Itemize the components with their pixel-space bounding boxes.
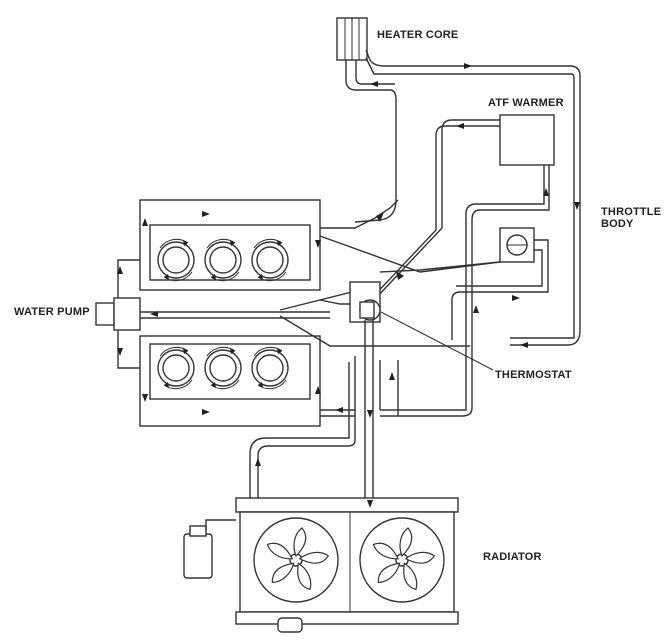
throttle-body-label-line1: THROTTLE xyxy=(601,206,662,218)
thermostat xyxy=(349,281,494,371)
throttle-body-label-line2: BODY xyxy=(601,218,634,230)
heater-core xyxy=(336,17,581,346)
radiator-label: RADIATOR xyxy=(483,551,542,563)
engine-bank-lower xyxy=(139,335,321,427)
heater-core-label: HEATER CORE xyxy=(377,29,459,41)
throttle-body xyxy=(379,227,549,340)
engine-bank-upper xyxy=(139,199,321,291)
thermostat-label: THERMOSTAT xyxy=(495,369,572,381)
reserve-tank xyxy=(183,519,236,579)
atf-warmer xyxy=(369,114,555,417)
throttle-body-label: THROTTLE BODY xyxy=(601,206,661,230)
water-pump-label: WATER PUMP xyxy=(14,306,90,318)
fan-icon xyxy=(359,517,445,603)
flow-arrow-icon xyxy=(117,63,580,508)
radiator xyxy=(235,497,459,633)
fan-icon xyxy=(253,517,339,603)
water-pump xyxy=(95,259,330,369)
atf-warmer-label: ATF WARMER xyxy=(488,97,564,109)
